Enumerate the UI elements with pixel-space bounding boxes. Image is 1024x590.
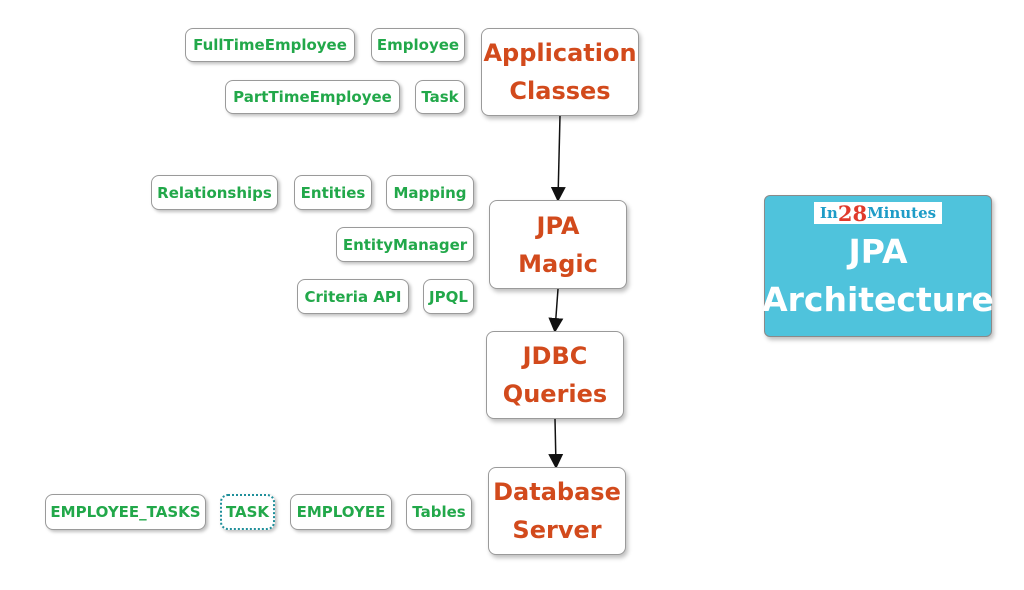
- logo-number: 28: [837, 200, 868, 226]
- node-database-server[interactable]: Database Server: [488, 467, 626, 555]
- tag-task[interactable]: Task: [415, 80, 465, 114]
- node-jpa-magic[interactable]: JPA Magic: [489, 200, 627, 289]
- node-jpa-magic-line1: JPA: [536, 211, 580, 240]
- node-jdbc-queries-line1: JDBC: [522, 342, 588, 370]
- node-database-server-line2: Server: [512, 516, 602, 544]
- tag-employee-tasks[interactable]: EMPLOYEE_TASKS: [45, 494, 206, 530]
- tag-employee-table[interactable]: EMPLOYEE: [290, 494, 392, 530]
- tag-tables[interactable]: Tables: [406, 494, 472, 530]
- arrow-app-to-jpa: [550, 115, 566, 202]
- tag-relationships[interactable]: Relationships: [151, 175, 278, 210]
- tag-fulltimeemployee[interactable]: FullTimeEmployee: [185, 28, 355, 62]
- tag-mapping[interactable]: Mapping: [386, 175, 474, 210]
- logo-suffix: Minutes: [867, 204, 937, 222]
- node-jdbc-queries[interactable]: JDBC Queries: [486, 331, 624, 419]
- tag-entities[interactable]: Entities: [294, 175, 372, 210]
- arrow-jdbc-to-db: [548, 418, 564, 469]
- title-text: JPA Architecture: [762, 228, 994, 324]
- in28minutes-logo: In 28 Minutes: [813, 200, 943, 226]
- tag-entitymanager[interactable]: EntityManager: [336, 227, 474, 262]
- node-jpa-magic-line2: Magic: [518, 249, 598, 278]
- tag-jpql[interactable]: JPQL: [423, 279, 474, 314]
- title-card: In 28 Minutes JPA Architecture: [762, 195, 994, 337]
- node-jdbc-queries-line2: Queries: [502, 380, 608, 408]
- tag-parttimeemployee[interactable]: PartTimeEmployee: [225, 80, 400, 114]
- node-application-classes-line1: Application: [483, 39, 637, 67]
- node-database-server-line1: Database: [493, 478, 621, 506]
- tag-task-table[interactable]: TASK: [220, 494, 275, 530]
- arrow-jpa-to-jdbc: [548, 288, 564, 333]
- tag-criteria-api[interactable]: Criteria API: [297, 279, 409, 314]
- tag-employee[interactable]: Employee: [371, 28, 465, 62]
- node-application-classes[interactable]: Application Classes: [481, 28, 639, 116]
- logo-prefix: In: [819, 204, 838, 222]
- title-line2: Architecture: [762, 280, 994, 319]
- node-application-classes-line2: Classes: [509, 77, 611, 105]
- title-line1: JPA: [848, 232, 908, 271]
